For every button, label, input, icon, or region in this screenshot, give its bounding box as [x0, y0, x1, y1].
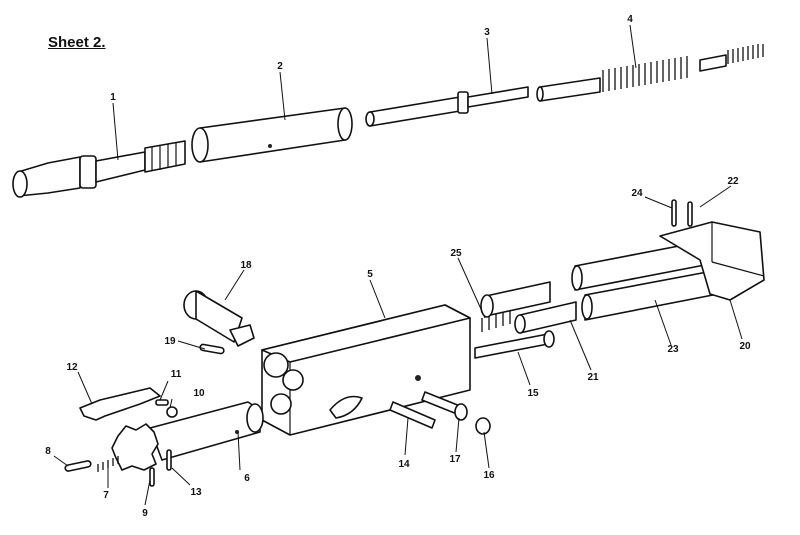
callout-5: 5 — [367, 269, 373, 280]
part-1-bolt-assembly — [12, 140, 186, 198]
sheet-title: Sheet 2. — [48, 34, 106, 51]
callout-labels: 1 2 3 4 5 6 7 8 9 10 11 12 13 14 15 16 1… — [45, 14, 751, 519]
part-13-pin — [166, 449, 172, 471]
part-18-knob — [183, 290, 255, 347]
callout-19: 19 — [164, 336, 176, 347]
callout-8: 8 — [45, 446, 51, 457]
part-6-barrel — [149, 401, 264, 461]
callout-10: 10 — [193, 388, 205, 399]
callout-25: 25 — [450, 248, 462, 259]
part-17-head — [454, 403, 468, 421]
callout-1: 1 — [110, 92, 116, 103]
part-21-cylinder — [480, 281, 577, 334]
callout-13: 13 — [190, 487, 202, 498]
callout-4: 4 — [627, 14, 633, 25]
part-4-spring-guide — [536, 44, 764, 102]
callout-24: 24 — [631, 188, 643, 199]
callout-9: 9 — [142, 508, 148, 519]
part-25-spring — [481, 310, 511, 332]
part-15-head — [543, 330, 555, 348]
part-16-washer — [475, 417, 491, 435]
part-15-rod — [474, 333, 549, 359]
callout-20: 20 — [739, 341, 751, 352]
part-12-lever — [79, 387, 161, 421]
callout-16: 16 — [483, 470, 495, 481]
callout-23: 23 — [667, 344, 679, 355]
callout-17: 17 — [449, 454, 461, 465]
part-7-spring — [97, 456, 119, 472]
callout-11: 11 — [171, 369, 182, 380]
callout-3: 3 — [484, 27, 490, 38]
callout-12: 12 — [66, 362, 78, 373]
part-9-pin — [149, 467, 155, 487]
callout-14: 14 — [398, 459, 410, 470]
leader-lines — [53, 24, 743, 506]
part-14-pin — [389, 401, 436, 429]
part-5-receiver-block — [261, 304, 471, 436]
part-10-nut — [166, 406, 178, 418]
part-19-pin — [199, 343, 225, 355]
part-3-rod — [365, 86, 529, 127]
callout-15: 15 — [527, 388, 539, 399]
callout-2: 2 — [277, 61, 283, 72]
part-8-pin — [64, 460, 92, 472]
callout-7: 7 — [103, 490, 109, 501]
callout-6: 6 — [244, 473, 250, 484]
part-23-slide — [571, 239, 719, 321]
callout-21: 21 — [587, 372, 599, 383]
callout-22: 22 — [727, 176, 739, 187]
callout-18: 18 — [240, 260, 252, 271]
part-11-screw — [155, 399, 169, 406]
part-2-tube — [191, 107, 353, 163]
part-20-frame — [659, 199, 765, 301]
part-7-gear — [111, 423, 159, 471]
